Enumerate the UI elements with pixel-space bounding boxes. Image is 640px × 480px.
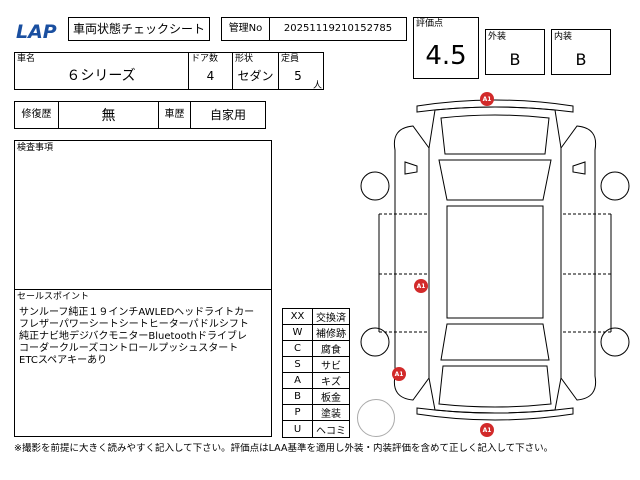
car-name-label: 車名 <box>17 54 36 64</box>
car-name-value: ６シリーズ <box>66 68 136 84</box>
sheet-title: 車両状態チェックシート <box>72 22 205 36</box>
usage-value: 自家用 <box>209 108 246 122</box>
body-value: セダン <box>237 69 274 83</box>
stamp-circle <box>357 399 395 437</box>
interior-grade: B <box>575 49 587 69</box>
interior-box: 内装 B <box>551 29 611 75</box>
mgmt-no-label: 管理No <box>222 18 270 40</box>
sales-line: 純正ナビ地デジバクモニターBluetoothドライブレ <box>19 331 247 342</box>
mgmt-no-box: 管理No 20251119210152785 <box>221 17 407 41</box>
usage-label: 車歴 <box>159 102 191 128</box>
doors-value: 4 <box>206 69 215 83</box>
lap-logo: LAP <box>14 20 66 43</box>
capacity-unit: 人 <box>313 81 323 91</box>
sales-points-box: セールスポイント サンルーフ純正１９インチAWLEDヘッドライトカー フレザーパ… <box>14 289 272 437</box>
footer-note: ※撮影を前提に大きく読みやすく記入して下さい。評価点はLAA基準を適用し外装・内… <box>14 443 554 454</box>
inspection-label: 検査事項 <box>17 143 54 153</box>
damage-marker-rear[interactable]: A1 <box>480 423 494 437</box>
history-row: 修復歴 無 車歴 自家用 <box>14 101 266 129</box>
score-value: 4.5 <box>425 41 467 71</box>
interior-label: 内装 <box>554 32 573 42</box>
vehicle-info-row: 車名 ６シリーズ ドア数 4 形状 セダン 定員 5 人 <box>14 52 324 91</box>
car-diagram <box>360 99 630 421</box>
doors-label: ドア数 <box>191 54 219 64</box>
capacity-label: 定員 <box>281 54 300 64</box>
sheet-title-box: 車両状態チェックシート <box>68 17 210 41</box>
score-label: 評価点 <box>416 19 444 29</box>
damage-marker-left-rear[interactable]: A1 <box>392 367 406 381</box>
score-box: 評価点 4.5 <box>413 17 479 79</box>
sales-points-label: セールスポイント <box>17 292 90 302</box>
exterior-label: 外装 <box>488 32 507 42</box>
sales-line: コーダークルーズコントロールプッシュスタート <box>19 343 239 354</box>
damage-marker-left-side[interactable]: A1 <box>414 279 428 293</box>
sales-line: ETCスペアキーあり <box>19 355 108 366</box>
body-label: 形状 <box>235 54 254 64</box>
exterior-box: 外装 B <box>485 29 545 75</box>
capacity-value: 5 <box>294 69 302 83</box>
mgmt-no-value: 20251119210152785 <box>283 23 393 34</box>
repair-value: 無 <box>59 102 159 128</box>
exterior-grade: B <box>509 49 521 69</box>
damage-marker-front[interactable]: A1 <box>480 92 494 106</box>
svg-text:LAP: LAP <box>16 21 57 42</box>
inspection-box: 検査事項 <box>14 140 272 290</box>
sales-line: フレザーパワーシートシートヒーターパドルシフト <box>19 319 249 330</box>
repair-label: 修復歴 <box>15 102 59 128</box>
sales-line: サンルーフ純正１９インチAWLEDヘッドライトカー <box>19 307 255 318</box>
